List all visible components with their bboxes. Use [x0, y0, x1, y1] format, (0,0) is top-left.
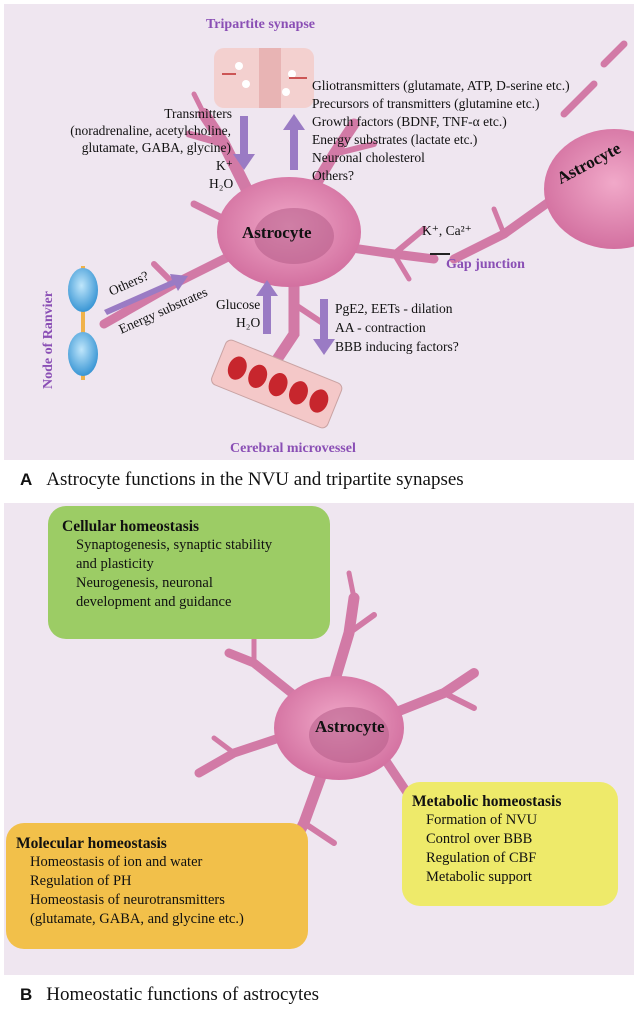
cellular-line: development and guidance	[76, 594, 232, 610]
astrocyte-nucleus-b	[309, 707, 389, 763]
arrow-up-glucose	[256, 280, 278, 334]
vascular-line: BBB inducing factors?	[335, 339, 459, 354]
cellular-line: Synaptogenesis, synaptic stability	[76, 537, 273, 553]
molecular-line: Homeostasis of ion and water	[30, 854, 203, 870]
panel-a-illustration	[68, 40, 634, 429]
node-of-ranvier-label: Node of Ranvier	[41, 291, 56, 389]
arrow-down-transmitters	[233, 116, 255, 170]
caption-b-text: Homeostatic functions of astrocytes	[46, 984, 320, 1005]
node-of-ranvier-image	[68, 266, 98, 380]
transmitters-line: Transmitters	[164, 106, 232, 121]
release-line: Neuronal cholesterol	[312, 150, 425, 165]
astrocyte-label-b: Astrocyte	[315, 717, 385, 736]
astrocyte-label-a: Astrocyte	[242, 223, 312, 242]
water-label-top: H₂O	[209, 176, 234, 191]
release-line: Growth factors (BDNF, TNF-α etc.)	[312, 114, 507, 129]
release-line: Others?	[312, 168, 354, 183]
transmitters-text: Transmitters	[104, 105, 232, 122]
molecular-line: Homeostasis of neurotransmitters	[30, 892, 225, 908]
metabolic-line: Control over BBB	[426, 831, 533, 847]
arrow-energy-substrates	[104, 274, 188, 315]
release-line: Gliotransmitters (glutamate, ATP, D-seri…	[312, 78, 570, 93]
tripartite-synapse-label: Tripartite synapse	[206, 17, 316, 32]
arrow-down-vasoactive	[313, 299, 335, 355]
astrocyte-right-process	[560, 40, 628, 118]
vascular-line: AA - contraction	[335, 320, 426, 335]
caption-a-text: Astrocyte functions in the NVU and tripa…	[46, 469, 464, 490]
metabolic-line: Regulation of CBF	[426, 850, 537, 866]
potassium-label: K⁺	[216, 158, 233, 173]
metabolic-line: Metabolic support	[426, 869, 532, 885]
release-line: Precursors of transmitters (glutamine et…	[312, 96, 540, 111]
transmitters-line: (noradrenaline, acetylcholine,	[70, 123, 231, 138]
glucose-label: Glucose	[216, 297, 261, 312]
caption-b: B Homeostatic functions of astrocytes	[20, 984, 319, 1006]
metabolic-line: Formation of NVU	[426, 812, 538, 828]
molecular-line: (glutamate, GABA, and glycine etc.)	[30, 911, 244, 927]
cellular-homeostasis-title: Cellular homeostasis	[62, 518, 200, 535]
molecular-line: Regulation of PH	[30, 873, 132, 889]
caption-a: A Astrocyte functions in the NVU and trip…	[20, 469, 464, 491]
vascular-line: PgE2, EETs - dilation	[335, 301, 453, 316]
molecular-homeostasis-box: Molecular homeostasis Homeostasis of ion…	[6, 823, 308, 949]
release-line: Energy substrates (lactate etc.)	[312, 132, 478, 147]
cellular-homeostasis-box: Cellular homeostasis Synaptogenesis, syn…	[48, 506, 330, 639]
cellular-line: Neurogenesis, neuronal	[76, 575, 213, 591]
astrocyte-nucleus-a	[254, 208, 334, 264]
flow-arrows	[104, 114, 335, 355]
microvessel-label: Cerebral microvessel	[230, 441, 356, 456]
water-label-bottom: H₂O	[236, 315, 261, 330]
metabolic-homeostasis-box: Metabolic homeostasis Formation of NVU C…	[402, 782, 618, 906]
astrocyte-body-right	[544, 129, 634, 249]
synapse-image	[214, 48, 314, 108]
ions-label: K⁺, Ca²⁺	[422, 223, 472, 238]
panel-a: Tripartite synapse Transmitters (noradre…	[4, 4, 634, 460]
caption-a-letter: A	[20, 470, 33, 489]
metabolic-homeostasis-title: Metabolic homeostasis	[412, 793, 562, 810]
arrow-up-gliotransmitters	[283, 114, 305, 170]
cellular-line: and plasticity	[76, 556, 154, 572]
gap-junction-label: Gap junction	[446, 257, 525, 272]
caption-b-letter: B	[20, 985, 33, 1004]
microvessel-image	[211, 339, 343, 429]
transmitters-line: glutamate, GABA, glycine)	[81, 140, 231, 155]
molecular-homeostasis-title: Molecular homeostasis	[16, 835, 167, 852]
panel-b: Astrocyte Cellular homeostasis Synaptoge…	[4, 503, 634, 975]
